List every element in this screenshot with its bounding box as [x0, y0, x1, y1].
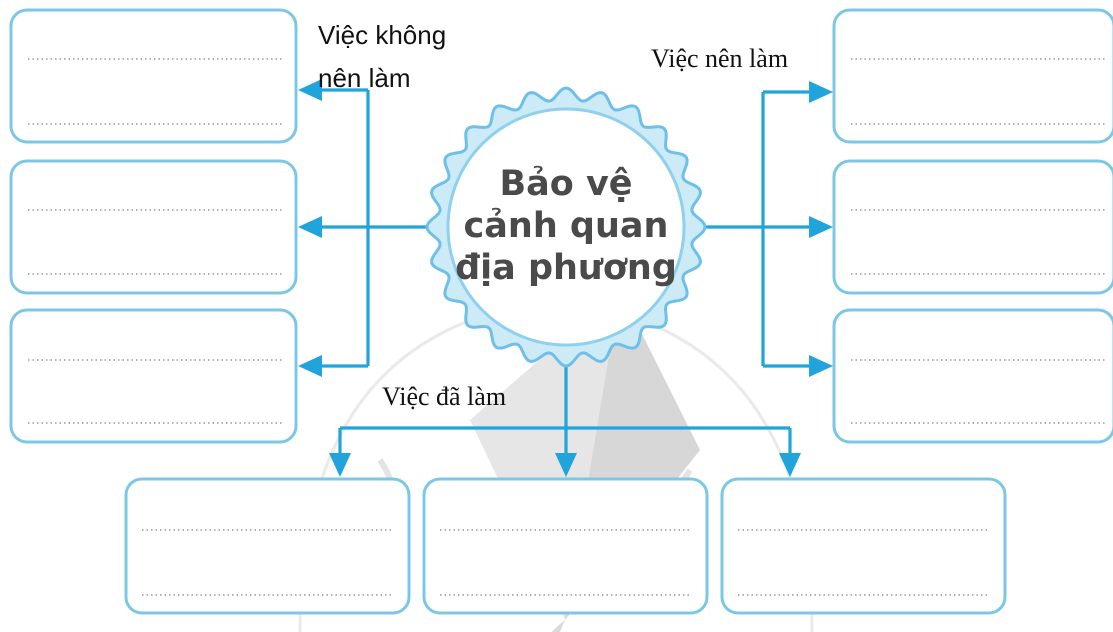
answer-box-bottom-1[interactable]: [124, 477, 411, 615]
label-done: Việc đã làm: [382, 382, 506, 411]
answer-box-right-2[interactable]: [832, 159, 1113, 295]
arrow-left-1: [298, 79, 322, 101]
arrow-bottom-2: [555, 453, 577, 477]
arrow-right-3: [809, 355, 833, 377]
center-title-line-3: địa phương: [455, 248, 677, 288]
label-should-not-line-2: nên làm: [318, 63, 411, 93]
arrow-bottom-1: [329, 453, 351, 477]
arrow-right-2: [809, 216, 833, 238]
answer-box-left-3[interactable]: [9, 308, 298, 444]
center-title-line-1: Bảo vệ: [499, 164, 632, 204]
center-topic-node: Bảo vệ cảnh quan địa phương: [425, 86, 707, 368]
arrowheads: [298, 79, 833, 477]
connectors: [320, 88, 810, 455]
label-should: Việc nên làm: [651, 44, 788, 73]
center-inner-circle: [446, 107, 686, 347]
answer-box-right-3[interactable]: [832, 308, 1113, 444]
answer-box-bottom-3[interactable]: [720, 477, 1007, 615]
arrow-bottom-3: [779, 453, 801, 477]
answer-box-right-1[interactable]: [832, 8, 1113, 144]
answer-box-left-2[interactable]: [9, 159, 298, 295]
label-should-not-line-1: Việc không: [318, 20, 446, 50]
arrow-right-1: [809, 81, 833, 103]
answer-box-left-1[interactable]: [9, 8, 298, 144]
arrow-left-2: [298, 216, 322, 238]
center-title-line-2: cảnh quan: [464, 206, 669, 246]
arrow-left-3: [298, 355, 322, 377]
answer-box-bottom-2[interactable]: [422, 477, 709, 615]
